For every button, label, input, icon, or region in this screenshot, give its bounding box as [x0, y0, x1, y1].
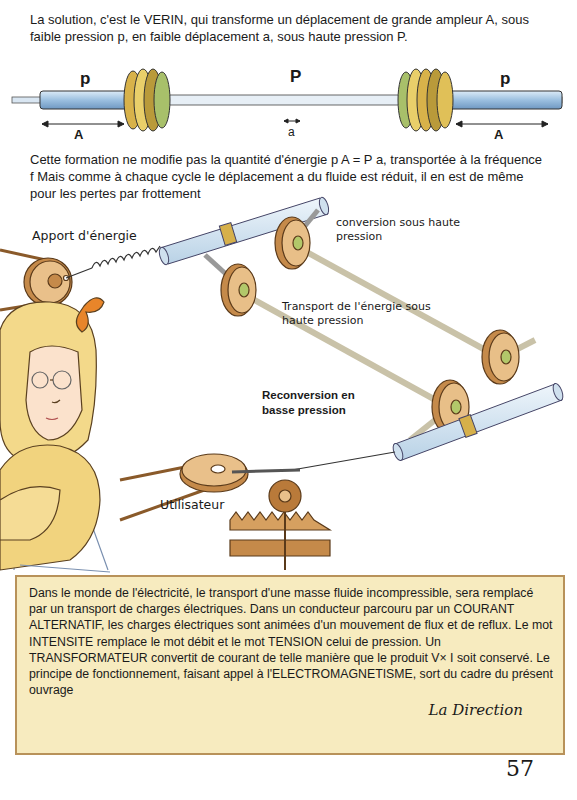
dimension-label: A: [494, 127, 514, 144]
variable-label: p: [500, 68, 520, 90]
jack-diagram: [12, 69, 562, 131]
paragraph-text: La solution, c'est le VERIN, qui transfo…: [30, 12, 555, 46]
callout-text: Transport de l'énergie sous haute pressi…: [282, 300, 432, 329]
callout-text: Reconversion en basse pression: [262, 388, 382, 418]
boy-character: [0, 445, 110, 572]
transmission-rods: [205, 210, 535, 440]
girl-character: [0, 298, 108, 570]
pulley-wheels: [221, 217, 519, 434]
page-number: 57: [506, 755, 556, 784]
signature: La Direction: [429, 701, 523, 719]
upper-cylinder: [158, 196, 331, 266]
note-text: Dans le monde de l'électricité, le trans…: [29, 585, 553, 699]
variable-label: P: [290, 66, 310, 88]
dimension-label: A: [74, 127, 94, 144]
callout-text: Apport d'énergie: [32, 228, 162, 244]
user-mechanism: [120, 454, 330, 570]
callout-text: Utilisateur: [160, 497, 260, 513]
callout-text: conversion sous haute pression: [336, 216, 466, 245]
note-box: Dans le monde de l'électricité, le trans…: [15, 575, 565, 755]
variable-label: p: [80, 68, 100, 90]
input-wheel: [0, 246, 160, 310]
dimension-label: a: [288, 125, 308, 141]
paragraph-text: Cette formation ne modifie pas la quanti…: [30, 152, 545, 203]
